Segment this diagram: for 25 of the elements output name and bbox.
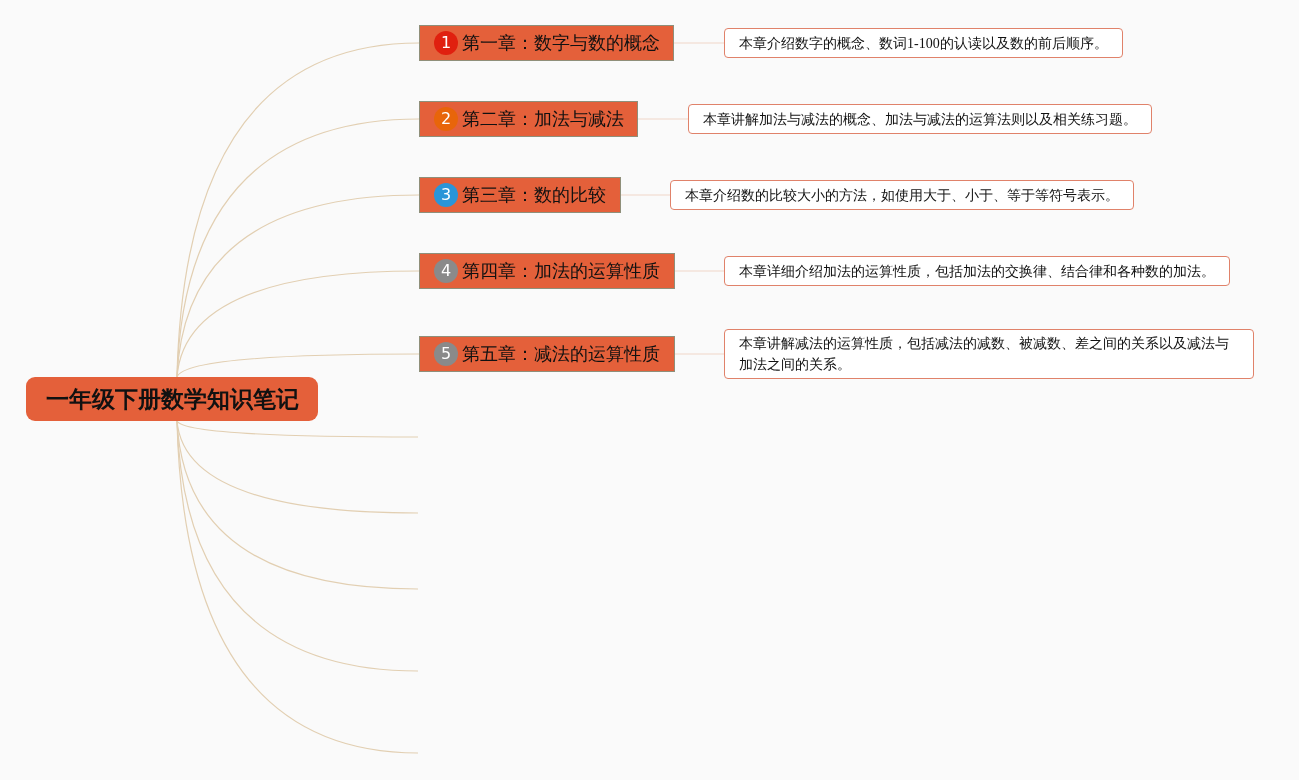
connector-line — [176, 118, 420, 378]
chapter-box — [419, 336, 675, 372]
chapter-title: 第四章：加法的运算性质 — [462, 259, 660, 283]
note-box: 本章介绍数的比较大小的方法，如使用大于、小于、等于等符号表示。 — [670, 180, 1134, 210]
chapter-box — [419, 101, 638, 137]
note-box: 本章介绍数字的概念、数词1-100的认读以及数的前后顺序。 — [724, 28, 1123, 58]
chapter-title: 第五章：减法的运算性质 — [462, 342, 660, 366]
chapter-box — [419, 25, 674, 61]
note-box: 本章详细介绍加法的运算性质，包括加法的交换律、结合律和各种数的加法。 — [724, 256, 1230, 286]
note-box: 本章讲解减法的运算性质，包括减法的减数、被减数、差之间的关系以及减法与加法之间的关系。 — [724, 329, 1254, 379]
number-badge: 5 — [434, 342, 458, 366]
connector-line — [176, 420, 419, 438]
chapter-title: 第三章：数的比较 — [462, 183, 606, 207]
note-box: 本章讲解加法与减法的概念、加法与减法的运算法则以及相关练习题。 — [688, 104, 1152, 134]
chapter-title: 第二章：加法与减法 — [462, 107, 624, 131]
topic-box: 一年级下册数学知识笔记 — [26, 377, 318, 421]
number-badge: 1 — [434, 31, 458, 55]
chapter-title: 第一章：数字与数的概念 — [462, 31, 660, 55]
chapter-box — [419, 177, 621, 213]
chapter-box — [419, 253, 675, 289]
number-badge: 4 — [434, 259, 458, 283]
number-badge: 2 — [434, 107, 458, 131]
connector-line — [176, 353, 420, 378]
connector-line — [176, 420, 419, 754]
number-badge: 3 — [434, 183, 458, 207]
